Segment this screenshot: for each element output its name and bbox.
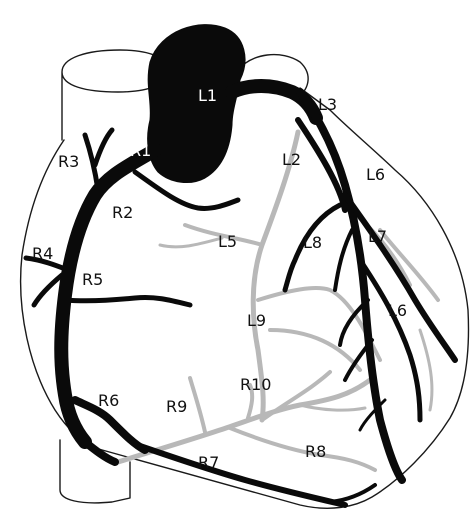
label-R4: R4 bbox=[32, 244, 53, 263]
label-R8: R8 bbox=[305, 442, 326, 461]
label-L9: L9 bbox=[247, 311, 266, 330]
vessel-gray-right-2 bbox=[270, 330, 360, 370]
vessel-L8-sub bbox=[335, 230, 352, 290]
label-R1: R1 bbox=[130, 141, 151, 160]
label-R2: R2 bbox=[112, 203, 133, 222]
vessel-R8-branch bbox=[230, 428, 375, 470]
label-R6: R6 bbox=[98, 391, 119, 410]
label-L7: L7 bbox=[368, 227, 387, 246]
vessel-L5-branch bbox=[160, 238, 222, 247]
vessel-R5 bbox=[65, 297, 190, 305]
label-R3: R3 bbox=[58, 152, 79, 171]
vessel-L1-aortic-root bbox=[148, 25, 245, 183]
label-R10: R10 bbox=[240, 375, 271, 394]
label-L5: L5 bbox=[218, 232, 237, 251]
vessel-gray-lower-branch bbox=[300, 405, 365, 410]
vessel-R9 bbox=[190, 378, 205, 432]
label-L3: L3 bbox=[318, 95, 337, 114]
label-R7: R7 bbox=[198, 453, 219, 472]
label-L8: L8 bbox=[303, 233, 322, 252]
label-L1: L1 bbox=[198, 86, 217, 105]
label-R5: R5 bbox=[82, 270, 103, 289]
label-R9: R9 bbox=[166, 397, 187, 416]
label-L6-lower: L6 bbox=[388, 301, 407, 320]
vessel-gray-right-5 bbox=[420, 330, 432, 410]
label-L2: L2 bbox=[282, 150, 301, 169]
label-L6-upper: L6 bbox=[366, 165, 385, 184]
